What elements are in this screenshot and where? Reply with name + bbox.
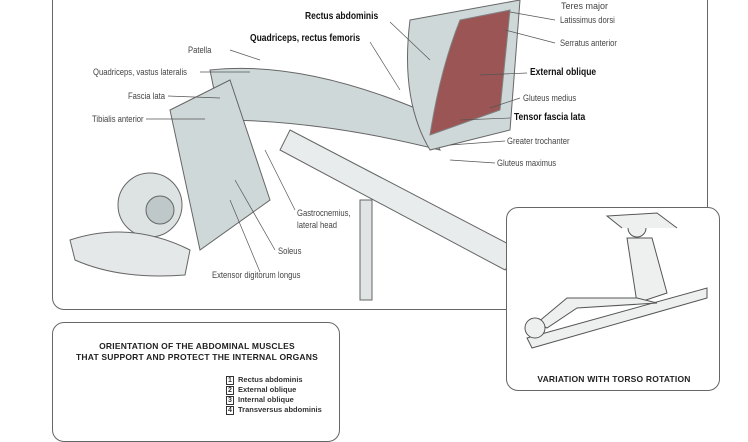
legend-item: 3 Internal oblique [226, 395, 294, 405]
legend-item: 2 External oblique [226, 385, 296, 395]
label-rectus-abdominis: Rectus abdominis [305, 11, 379, 22]
legend-label: Transversus abdominis [238, 405, 322, 414]
label-quadriceps-vastus-lateralis: Quadriceps, vastus lateralis [93, 67, 187, 77]
legend-number: 3 [226, 396, 234, 405]
label-gastrocnemius-1: Gastrocnemius, [297, 208, 351, 218]
legend-label: Internal oblique [238, 395, 294, 404]
legend-number: 2 [226, 386, 234, 395]
bench-leg [359, 199, 373, 301]
bench [279, 129, 521, 271]
label-tibialis-anterior: Tibialis anterior [92, 114, 144, 124]
abdominal-orientation-panel: ORIENTATION OF THE ABDOMINAL MUSCLES THA… [52, 322, 340, 442]
label-fascia-lata: Fascia lata [128, 91, 166, 101]
legend-label: Rectus abdominis [238, 375, 303, 384]
label-patella: Patella [188, 45, 212, 55]
legend-item: 4 Transversus abdominis [226, 405, 322, 415]
label-latissimus-dorsi: Latissimus dorsi [560, 15, 615, 25]
label-greater-trochanter: Greater trochanter [507, 136, 570, 146]
foot [69, 231, 191, 277]
torso-rotation-figure [524, 212, 708, 349]
inset-caption: VARIATION WITH TORSO ROTATION [537, 374, 691, 384]
label-teres-major: Teres major [560, 1, 610, 11]
label-gluteus-medius: Gluteus medius [523, 93, 577, 103]
decline-situp-illustration [69, 0, 556, 301]
label-external-oblique: External oblique [530, 67, 597, 78]
label-quadriceps-rectus-femoris: Quadriceps, rectus femoris [250, 33, 361, 44]
lower-leg [169, 79, 271, 251]
legend-title-line-1: ORIENTATION OF THE ABDOMINAL MUSCLES [99, 341, 295, 351]
label-extensor-digitorum-longus: Extensor digitorum longus [212, 270, 301, 280]
variation-inset-panel: VARIATION WITH TORSO ROTATION [506, 207, 720, 391]
oblique-muscle [429, 9, 511, 136]
thigh [209, 67, 441, 151]
legend-number: 1 [226, 376, 234, 385]
label-gastrocnemius-2: lateral head [297, 220, 337, 230]
legend-item: 1 Rectus abdominis [226, 375, 303, 385]
legend-label: External oblique [238, 385, 297, 394]
legend-title-line-2: THAT SUPPORT AND PROTECT THE INTERNAL OR… [76, 352, 318, 362]
label-soleus: Soleus [278, 246, 302, 256]
label-serratus-anterior: Serratus anterior [560, 38, 617, 48]
legend-number: 4 [226, 406, 234, 415]
label-tensor-fascia-lata: Tensor fascia lata [514, 112, 586, 123]
label-gluteus-maximus: Gluteus maximus [497, 158, 557, 168]
